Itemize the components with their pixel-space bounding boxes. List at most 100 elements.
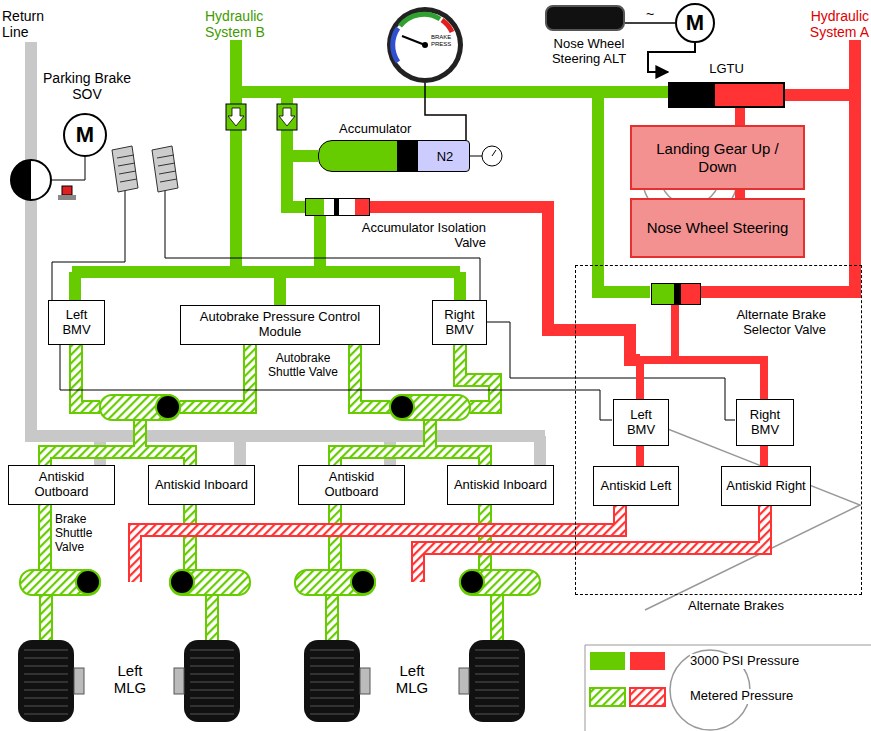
process-box: Right BMV (432, 300, 487, 345)
alt-steering-pump: Nose Wheel Steering ALT (545, 5, 625, 31)
tire-tread (310, 674, 354, 675)
part-label: Left MLG (108, 662, 152, 697)
node-label: Left BMV (616, 408, 666, 438)
control-link (60, 345, 612, 420)
process-box: Right BMV (736, 399, 794, 446)
transfer-unit-bar (668, 82, 785, 108)
shuttle-valve (100, 395, 180, 420)
tire-tread (475, 666, 519, 667)
shuttle-valve (460, 570, 484, 594)
selector-valve: Alternate Brake Selector Valve (651, 283, 701, 305)
tire-tread (310, 690, 354, 691)
line-label: Hydraulic System A (775, 8, 869, 40)
tire-tread (24, 690, 68, 691)
wheel (304, 640, 360, 722)
node-label: Antiskid Inboard (454, 478, 547, 493)
control-link (487, 322, 735, 420)
shuttle-valve (20, 570, 100, 595)
system-a-pipe (370, 40, 855, 360)
process-box: Antiskid Outboard (8, 465, 115, 505)
node-label: Antiskid Left (601, 479, 672, 494)
pressure-gauge: BRAKE PRESS (387, 7, 463, 83)
system-b-pipe (287, 150, 318, 162)
shuttle-valve (76, 570, 100, 594)
process-box: Antiskid Right (721, 466, 811, 506)
tire-tread (475, 682, 519, 683)
group-outline: Alternate Brake Selector ValveLeft BMV Ri… (575, 265, 862, 595)
tire-tread (475, 674, 519, 675)
tire-tread (475, 714, 519, 715)
pressure-gauge (402, 36, 425, 45)
control-line (648, 43, 695, 72)
tire-tread (24, 714, 68, 715)
node-heading: Alternate Brakes (688, 599, 818, 614)
node-label: Right BMV (739, 408, 791, 438)
tire-tread (190, 674, 234, 675)
process-box: Left BMV (48, 300, 105, 345)
parking-brake-valve (11, 160, 51, 200)
legend-frame (585, 645, 871, 731)
tire-tread (24, 666, 68, 667)
node-label: Right BMV (435, 308, 484, 338)
shuttle-valve (390, 395, 470, 420)
edge-label: ~ (646, 6, 654, 22)
system-b-pipe (598, 92, 650, 292)
node-heading: Accumulator Isolation Valve (341, 221, 486, 251)
tire-tread (24, 658, 68, 659)
wheel (459, 668, 469, 694)
shuttle-valve (156, 395, 180, 419)
pressure-pipe (640, 305, 675, 399)
node-label: Antiskid Inboard (155, 478, 248, 493)
control-link (165, 190, 480, 300)
shuttle-valve (351, 570, 375, 594)
line-label: Hydraulic System B (205, 8, 295, 40)
pressure-gauge (400, 14, 440, 26)
part-label: Left MLG (390, 662, 434, 697)
process-box: Antiskid Left (593, 466, 679, 506)
system-b-pipe (72, 266, 460, 278)
accumulator: AccumulatorN2 (318, 140, 470, 172)
check-valve (228, 108, 244, 126)
system-b-pipe (75, 272, 460, 305)
tire-tread (24, 706, 68, 707)
tire-tread (190, 698, 234, 699)
process-box: Antiskid Inboard (148, 465, 255, 505)
control-line (425, 83, 466, 140)
tire-tread (310, 714, 354, 715)
tire-tread (310, 682, 354, 683)
shuttle-valve (460, 570, 540, 595)
watermark-outline (645, 420, 860, 610)
node-heading: Alternate Brake Selector Valve (704, 308, 826, 338)
tire-tread (190, 714, 234, 715)
wheel (174, 668, 184, 694)
control-link (470, 156, 482, 157)
node-heading: Parking Brake SOV (37, 70, 137, 102)
actuator-box: Landing Gear Up / Down (630, 125, 805, 190)
tire-tread (190, 650, 234, 651)
system-a-pipe (785, 89, 855, 101)
node-label: M (677, 5, 713, 41)
shuttle-valve (390, 395, 414, 419)
system-b-pipe (230, 40, 242, 272)
tire-tread (475, 658, 519, 659)
parking-brake-valve (58, 195, 76, 200)
tire-tread (310, 650, 354, 651)
process-box: Antiskid Inboard (447, 465, 554, 505)
pressure-gauge (442, 20, 452, 32)
node-label: M (65, 115, 105, 155)
node-label: Left BMV (51, 308, 102, 338)
actuator-box: Nose Wheel Steering (630, 198, 805, 258)
wheel (184, 640, 240, 722)
tire-tread (475, 706, 519, 707)
transfer-unit: LGTU (668, 62, 785, 108)
tire-tread (310, 698, 354, 699)
legend-swatch (590, 652, 625, 670)
pressure-pipe (760, 446, 768, 466)
tire-tread (24, 650, 68, 651)
node-heading: LGTU (704, 62, 749, 77)
node-label: Autobrake Pressure Control Module (183, 310, 377, 340)
check-valve (226, 104, 246, 130)
tire-tread (310, 658, 354, 659)
